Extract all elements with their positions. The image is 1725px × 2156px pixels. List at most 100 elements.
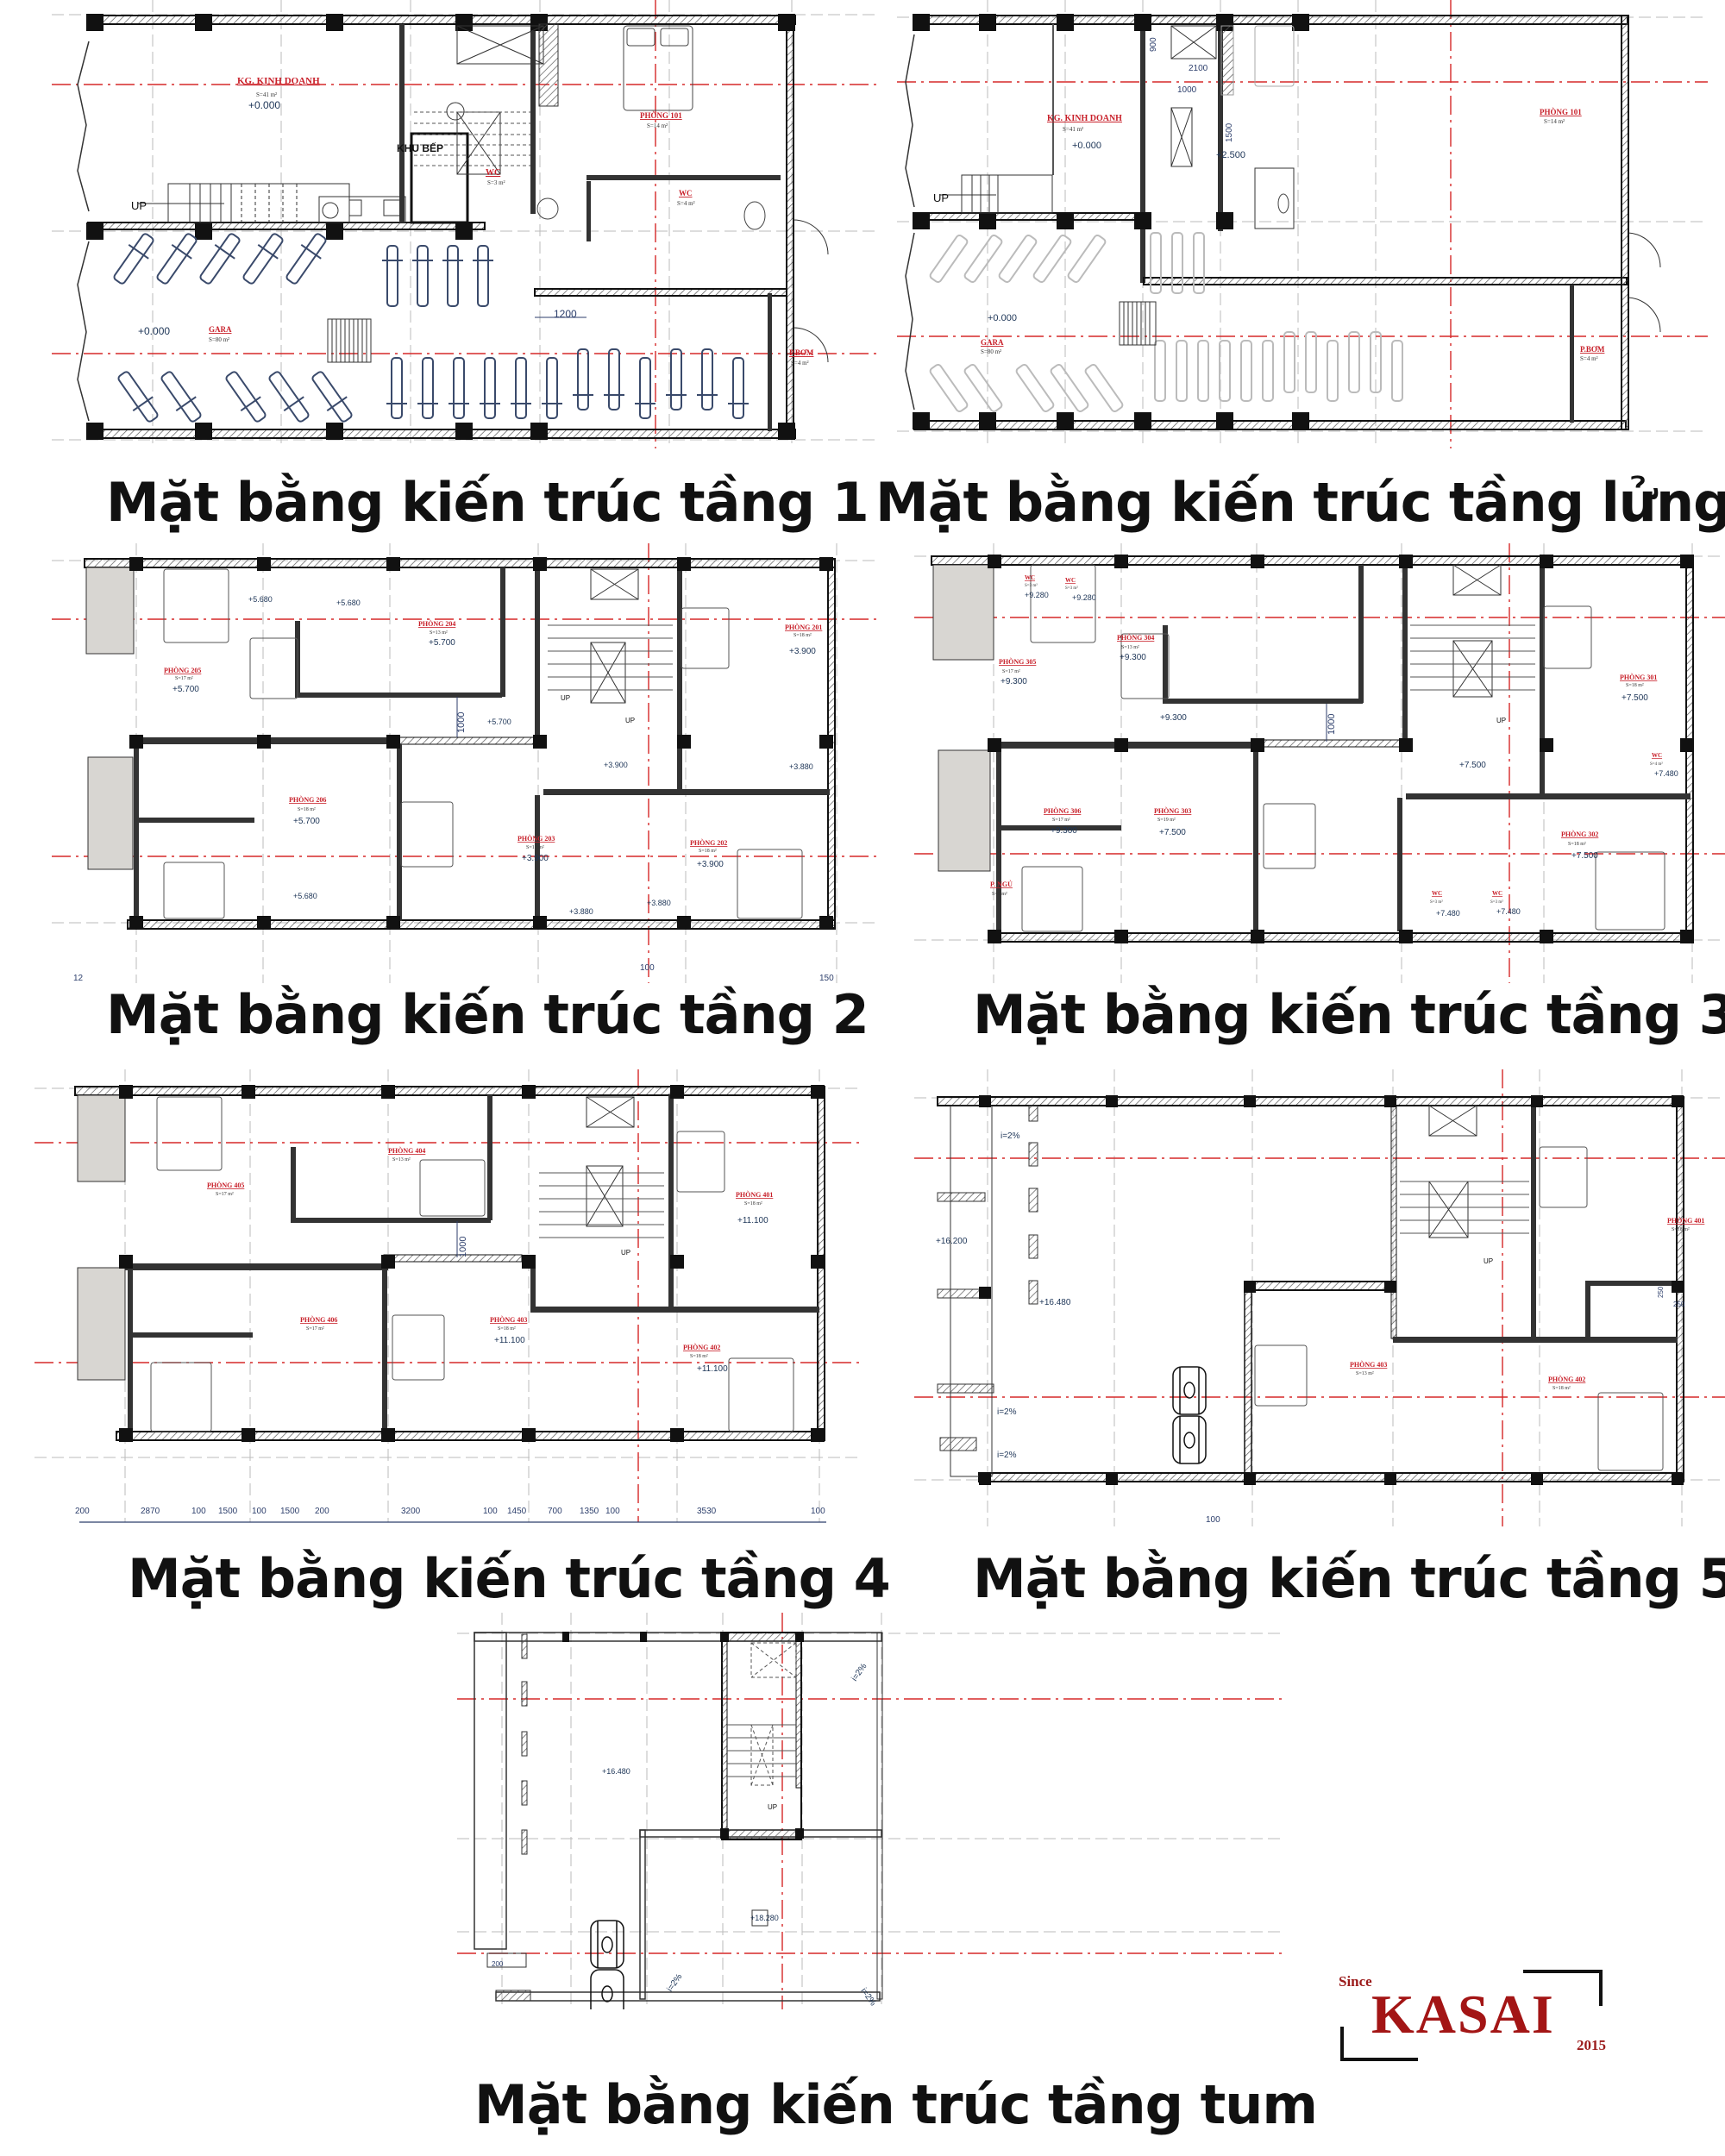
svg-text:200: 200 [75, 1507, 90, 1516]
svg-text:S=18 m²: S=18 m² [1626, 683, 1644, 688]
floor-roof-drawing: +16.480 +18.280 i=2% i=2% i=2% UP 200 [457, 1613, 1285, 2009]
svg-text:UP: UP [1496, 717, 1506, 724]
logo-bracket-top-right [1523, 1970, 1603, 2006]
svg-text:700: 700 [548, 1507, 562, 1516]
svg-text:S=3 m²: S=3 m² [1490, 899, 1503, 905]
svg-text:S=80 m²: S=80 m² [981, 348, 1001, 355]
svg-text:WC: WC [1065, 577, 1076, 584]
svg-text:+11.100: +11.100 [494, 1336, 525, 1345]
svg-text:PHÒNG 304: PHÒNG 304 [1117, 633, 1154, 642]
room-label: KG. KINH DOANH [237, 76, 320, 86]
svg-text:GARA: GARA [209, 325, 232, 334]
svg-text:WC: WC [679, 189, 693, 197]
svg-text:S=18 m²: S=18 m² [744, 1201, 762, 1206]
svg-text:PHÒNG 401: PHÒNG 401 [1667, 1216, 1704, 1225]
svg-text:+3.900: +3.900 [522, 854, 549, 863]
floor-5-drawing: PHÒNG 401 S=18 m² PHÒNG 403 S=13 m² PHÒN… [914, 1069, 1725, 1526]
svg-text:S=18 m²: S=18 m² [1568, 842, 1586, 847]
logo-since: Since [1339, 1973, 1372, 1990]
svg-text:UP: UP [625, 717, 635, 724]
svg-text:1000: 1000 [1327, 714, 1337, 735]
svg-text:S=18 m²: S=18 m² [699, 849, 717, 854]
svg-text:1000: 1000 [456, 712, 467, 733]
svg-text:+11.100: +11.100 [697, 1364, 728, 1374]
svg-text:2100: 2100 [1189, 64, 1208, 73]
svg-text:2870: 2870 [141, 1507, 160, 1516]
svg-text:WC: WC [1025, 574, 1035, 581]
svg-text:1350: 1350 [580, 1507, 599, 1516]
svg-text:i=2%: i=2% [850, 1662, 869, 1683]
svg-text:200: 200 [315, 1507, 329, 1516]
svg-text:S=3 m²: S=3 m² [1065, 586, 1078, 591]
svg-text:PHÒNG 204: PHÒNG 204 [418, 619, 455, 628]
svg-text:+7.500: +7.500 [1571, 851, 1598, 861]
svg-text:+0.000: +0.000 [138, 325, 170, 337]
svg-text:PHÒNG 206: PHÒNG 206 [289, 795, 326, 804]
plan-floor-1: KG. KINH DOANH S=41 m² +0.000 KHU BẾP WC… [52, 0, 880, 457]
svg-text:S=18 m²: S=18 m² [498, 1326, 516, 1332]
svg-text:+16.480: +16.480 [1039, 1298, 1071, 1307]
svg-text:S=9 m²: S=9 m² [992, 892, 1007, 897]
svg-text:1200: 1200 [554, 308, 577, 320]
svg-text:UP: UP [621, 1249, 630, 1257]
logo-year: 2015 [1577, 2037, 1606, 2053]
svg-text:S=17 m²: S=17 m² [306, 1326, 324, 1332]
svg-text:i=2%: i=2% [997, 1451, 1017, 1460]
svg-text:S=4 m²: S=4 m² [677, 200, 695, 207]
plan-floor-3: WC S=3 m² +9.280 WC S=3 m² +9.280 PHÒNG … [914, 543, 1725, 992]
svg-text:+5.700: +5.700 [487, 718, 511, 726]
plan-title-floor-5: Mặt bằng kiến trúc tầng 5 [973, 1547, 1725, 1610]
logo-bracket-bottom-left [1340, 2027, 1418, 2061]
svg-text:+18.280: +18.280 [750, 1914, 779, 1922]
svg-text:S=14 m²: S=14 m² [647, 122, 668, 129]
svg-text:UP: UP [768, 1803, 777, 1811]
svg-text:200: 200 [492, 1960, 504, 1968]
svg-text:3530: 3530 [697, 1507, 717, 1516]
svg-text:100: 100 [1206, 1515, 1220, 1525]
plan-title-floor-mezzanine: Mặt bằng kiến trúc tầng lửng [875, 471, 1725, 534]
svg-text:+7.500: +7.500 [1622, 693, 1648, 703]
plan-title-floor-2: Mặt bằng kiến trúc tầng 2 [106, 983, 869, 1046]
svg-text:+9.300: +9.300 [1051, 826, 1077, 836]
svg-text:PHÒNG 302: PHÒNG 302 [1561, 830, 1598, 838]
svg-text:100: 100 [811, 1507, 825, 1516]
svg-text:PHÒNG 403: PHÒNG 403 [490, 1315, 527, 1324]
svg-text:PHÒNG 405: PHÒNG 405 [207, 1181, 244, 1189]
svg-text:1450: 1450 [507, 1507, 527, 1516]
svg-text:150: 150 [819, 974, 834, 983]
svg-text:+3.880: +3.880 [569, 907, 593, 916]
svg-text:3200: 3200 [401, 1507, 421, 1516]
svg-text:PHÒNG 401: PHÒNG 401 [736, 1190, 773, 1199]
svg-text:+3.880: +3.880 [789, 762, 813, 771]
svg-text:100: 100 [191, 1507, 206, 1516]
svg-text:i=2%: i=2% [997, 1407, 1017, 1417]
svg-text:KG. KINH DOANH: KG. KINH DOANH [1047, 114, 1122, 123]
plan-title-floor-1: Mặt bằng kiến trúc tầng 1 [106, 471, 869, 534]
svg-text:+3.900: +3.900 [789, 647, 816, 656]
svg-text:+2.500: +2.500 [1216, 150, 1245, 160]
svg-text:+9.300: +9.300 [1160, 713, 1187, 723]
svg-text:+5.680: +5.680 [336, 599, 361, 607]
svg-text:WC: WC [1492, 890, 1502, 897]
svg-text:+0.000: +0.000 [988, 313, 1017, 323]
svg-text:S=17 m²: S=17 m² [175, 676, 193, 681]
svg-text:PHÒNG 303: PHÒNG 303 [1154, 806, 1191, 815]
svg-text:PHÒNG 205: PHÒNG 205 [164, 666, 201, 674]
svg-text:PHÒNG 404: PHÒNG 404 [388, 1146, 425, 1155]
svg-text:+3.900: +3.900 [697, 860, 724, 869]
svg-text:+5.700: +5.700 [293, 817, 320, 826]
svg-text:S=18 m²: S=18 m² [690, 1354, 708, 1359]
svg-text:S=13 m²: S=13 m² [526, 845, 544, 850]
svg-text:1000: 1000 [458, 1237, 468, 1257]
svg-text:100: 100 [640, 963, 655, 973]
svg-text:+5.700: +5.700 [429, 638, 455, 648]
svg-text:UP: UP [933, 191, 949, 204]
svg-text:+0.000: +0.000 [1072, 141, 1101, 151]
svg-text:+7.500: +7.500 [1159, 828, 1186, 837]
svg-text:PHÒNG 402: PHÒNG 402 [683, 1343, 720, 1351]
plan-floor-mezzanine: KG. KINH DOANH S=41 m² +0.000 +2.500 PHÒ… [897, 0, 1708, 457]
svg-text:PHÒNG 201: PHÒNG 201 [785, 623, 822, 631]
svg-text:WC: WC [1432, 890, 1442, 897]
svg-text:PHÒNG 305: PHÒNG 305 [999, 657, 1036, 666]
svg-text:PHÒNG 306: PHÒNG 306 [1044, 806, 1081, 815]
